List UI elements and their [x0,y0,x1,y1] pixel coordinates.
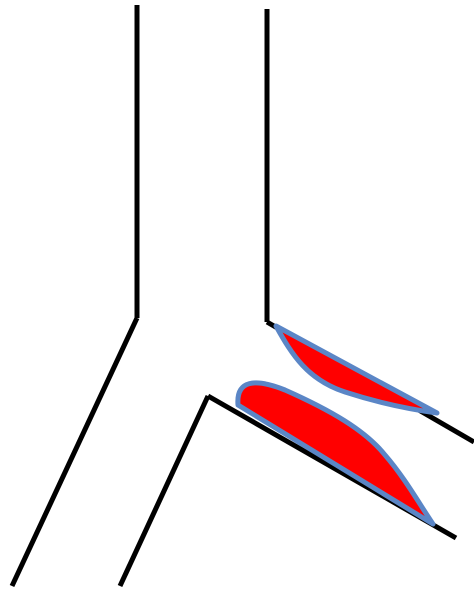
carina-left-branch-wall [120,396,208,586]
left-branch-outer-wall [12,318,137,586]
plaque-deposits [238,326,437,524]
